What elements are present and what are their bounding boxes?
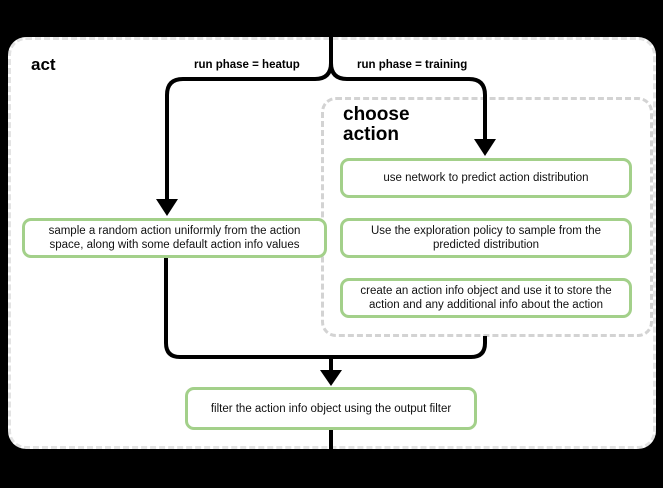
choose-action-group-title: choose action: [343, 104, 410, 145]
node-filter-action-info: filter the action info object using the …: [185, 387, 477, 430]
node-exploration-policy-sample: Use the exploration policy to sample fro…: [340, 218, 632, 258]
node-create-action-info-object: create an action info object and use it …: [340, 278, 632, 318]
edge-label-heatup: run phase = heatup: [194, 59, 300, 71]
node-sample-random-action: sample a random action uniformly from th…: [22, 218, 327, 258]
diagram-title: act: [31, 55, 56, 74]
node-predict-action-distribution: use network to predict action distributi…: [340, 158, 632, 198]
edge-label-training: run phase = training: [357, 59, 468, 71]
